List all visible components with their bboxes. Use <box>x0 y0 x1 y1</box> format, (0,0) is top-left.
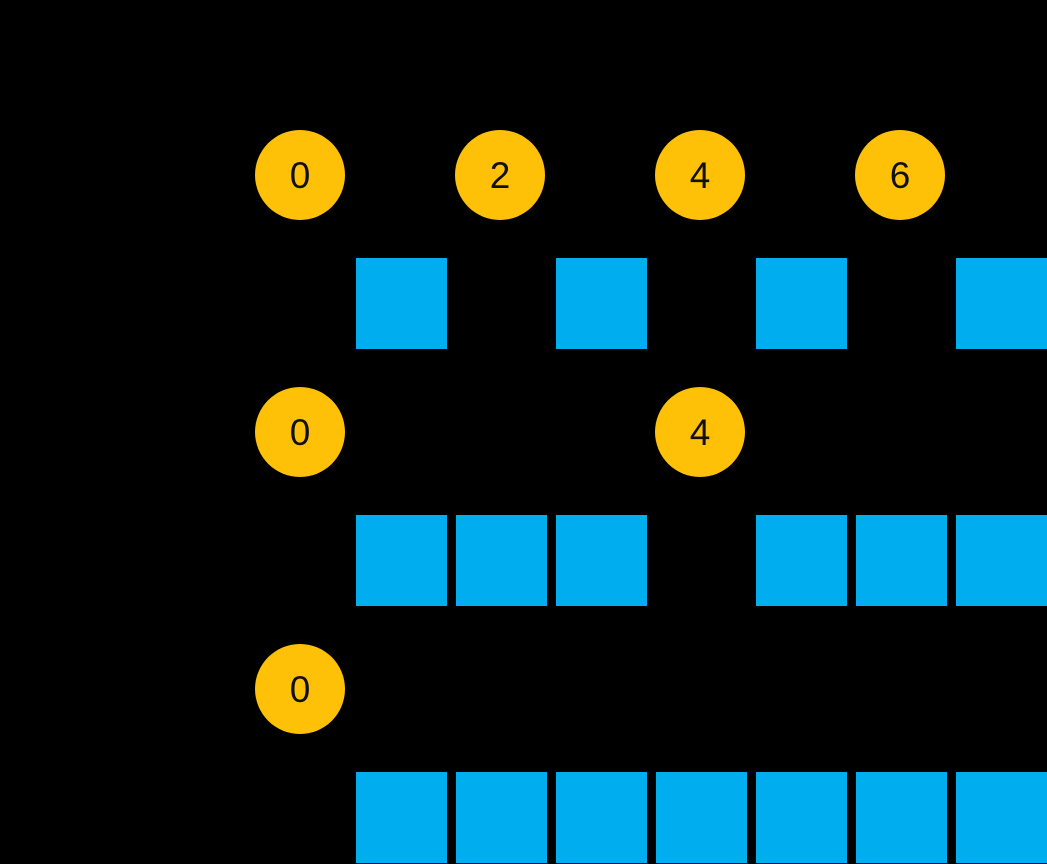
cell-box[interactable] <box>656 772 747 863</box>
index-marker-circle[interactable]: 4 <box>655 387 745 477</box>
cell-box[interactable] <box>456 772 547 863</box>
index-marker-circle[interactable]: 0 <box>255 387 345 477</box>
cell-box[interactable] <box>956 772 1047 863</box>
index-marker-circle[interactable]: 0 <box>255 130 345 220</box>
cell-box[interactable] <box>356 258 447 349</box>
cell-box[interactable] <box>356 515 447 606</box>
cell-box[interactable] <box>356 772 447 863</box>
cell-box[interactable] <box>956 515 1047 606</box>
cell-box[interactable] <box>856 515 947 606</box>
index-marker-circle[interactable]: 2 <box>455 130 545 220</box>
cell-box[interactable] <box>956 258 1047 349</box>
cell-box[interactable] <box>556 515 647 606</box>
index-marker-circle[interactable]: 0 <box>255 644 345 734</box>
cell-box[interactable] <box>756 772 847 863</box>
cell-box[interactable] <box>756 515 847 606</box>
index-marker-circle[interactable]: 4 <box>655 130 745 220</box>
cell-box[interactable] <box>856 772 947 863</box>
cell-box[interactable] <box>756 258 847 349</box>
cell-box[interactable] <box>456 515 547 606</box>
cell-box[interactable] <box>556 258 647 349</box>
cell-box[interactable] <box>556 772 647 863</box>
index-marker-circle[interactable]: 6 <box>855 130 945 220</box>
